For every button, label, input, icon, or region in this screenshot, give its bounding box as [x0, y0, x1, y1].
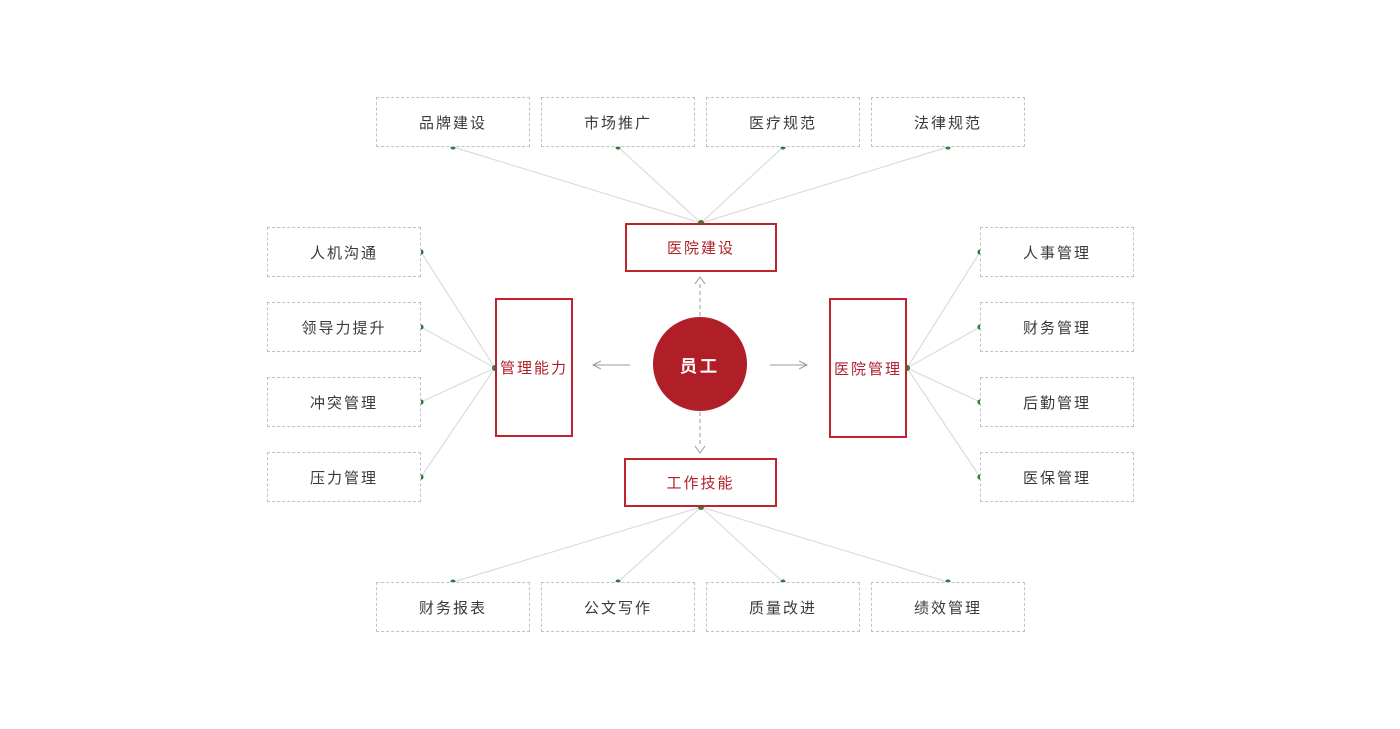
node-official-writing: 公文写作 — [541, 582, 695, 632]
hub-hospital-management: 医院管理 — [829, 298, 907, 438]
node-finance-management: 财务管理 — [980, 302, 1134, 352]
center-node-employee: 员工 — [653, 317, 747, 411]
node-stress-management: 压力管理 — [267, 452, 421, 502]
arrow-right-icon — [770, 360, 809, 370]
arrow-up-icon — [694, 275, 706, 316]
node-leadership-improvement: 领导力提升 — [267, 302, 421, 352]
node-interpersonal-communication: 人机沟通 — [267, 227, 421, 277]
hub-hospital-construction: 医院建设 — [625, 223, 777, 272]
node-medical-standards: 医疗规范 — [706, 97, 860, 147]
fan-lines-right — [906, 251, 981, 478]
node-logistics-management: 后勤管理 — [980, 377, 1134, 427]
node-hr-management: 人事管理 — [980, 227, 1134, 277]
arrow-down-icon — [694, 412, 706, 455]
fan-lines-bottom — [452, 506, 949, 583]
node-financial-reports: 财务报表 — [376, 582, 530, 632]
node-legal-standards: 法律规范 — [871, 97, 1025, 147]
fan-lines-left — [420, 251, 496, 478]
arrow-left-icon — [591, 360, 630, 370]
hub-management-ability: 管理能力 — [495, 298, 573, 437]
node-quality-improvement: 质量改进 — [706, 582, 860, 632]
node-performance-management: 绩效管理 — [871, 582, 1025, 632]
hub-work-skills: 工作技能 — [624, 458, 777, 507]
node-market-promotion: 市场推广 — [541, 97, 695, 147]
node-brand-building: 品牌建设 — [376, 97, 530, 147]
fan-lines-top — [452, 146, 949, 224]
node-medical-insurance-management: 医保管理 — [980, 452, 1134, 502]
node-conflict-management: 冲突管理 — [267, 377, 421, 427]
